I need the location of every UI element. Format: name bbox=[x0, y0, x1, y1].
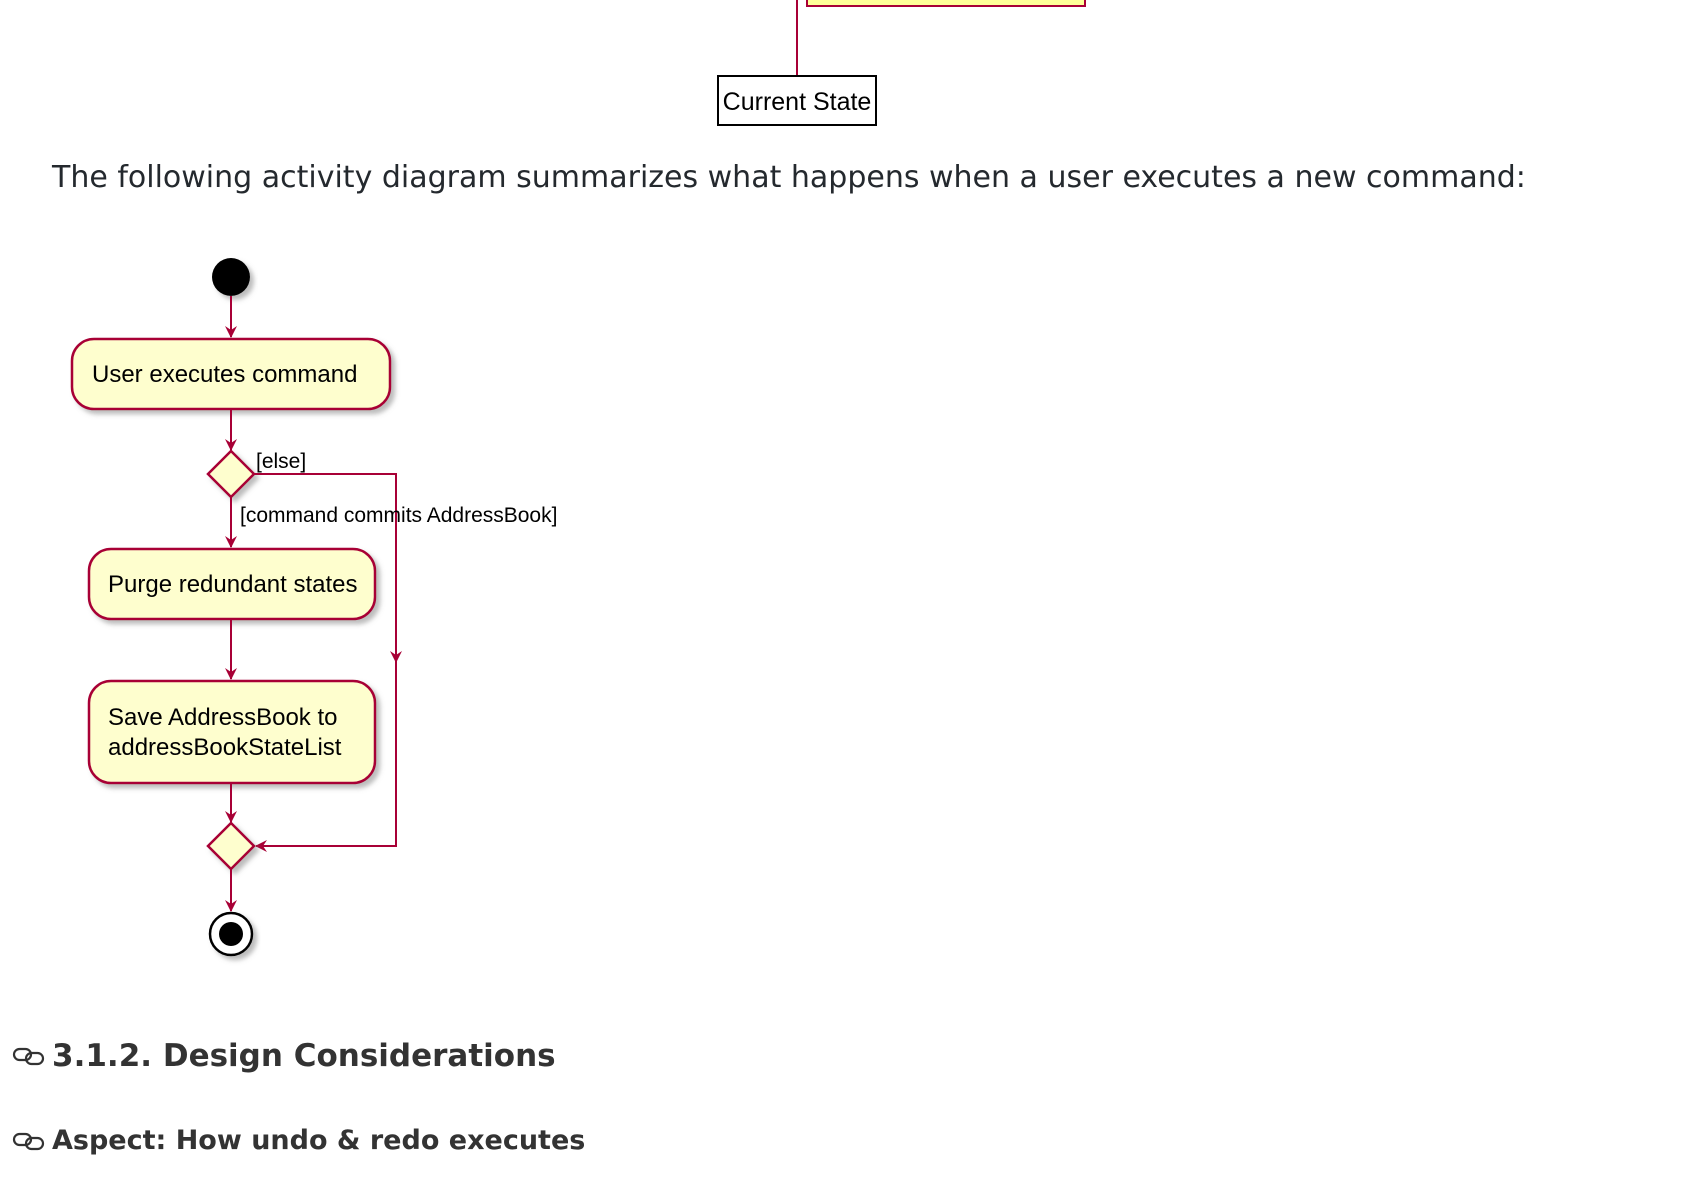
merge-node bbox=[206, 821, 256, 871]
activity-purge-redundant-states: Purge redundant states bbox=[87, 547, 377, 621]
link-icon[interactable] bbox=[12, 1129, 46, 1153]
edge-else-branch bbox=[254, 473, 402, 663]
section-heading-design-considerations: 3.1.2. Design Considerations bbox=[12, 1034, 556, 1078]
design-considerations-title: 3.1.2. Design Considerations bbox=[52, 1038, 556, 1074]
intro-paragraph: The following activity diagram summarize… bbox=[52, 160, 1526, 195]
activity-save-label-line2: addressBookStateList bbox=[108, 734, 342, 761]
end-node bbox=[208, 911, 254, 957]
section-heading-aspect: Aspect: How undo & redo executes bbox=[12, 1122, 585, 1160]
link-icon[interactable] bbox=[12, 1044, 46, 1068]
previous-state-box bbox=[806, 0, 1086, 7]
guard-else-label: [else] bbox=[256, 450, 306, 473]
guard-commits-label: [command commits AddressBook] bbox=[240, 504, 557, 527]
start-node bbox=[212, 258, 250, 296]
activity-user-executes-label: User executes command bbox=[92, 361, 357, 388]
activity-save-addressbook: Save AddressBook to addressBookStateList bbox=[87, 679, 377, 785]
current-state-label: Current State bbox=[723, 88, 872, 116]
activity-diagram: User executes command [else] [command co… bbox=[70, 258, 557, 957]
decision-node bbox=[206, 449, 256, 499]
current-state-box bbox=[717, 75, 877, 126]
aspect-title: Aspect: How undo & redo executes bbox=[52, 1125, 586, 1156]
activity-save-label-line1: Save AddressBook to bbox=[108, 704, 337, 731]
previous-diagram-fragment: Current State bbox=[717, 0, 1086, 126]
activity-user-executes-command: User executes command bbox=[70, 337, 392, 411]
activity-purge-label: Purge redundant states bbox=[108, 571, 358, 598]
edge-else-rejoin bbox=[255, 662, 397, 852]
